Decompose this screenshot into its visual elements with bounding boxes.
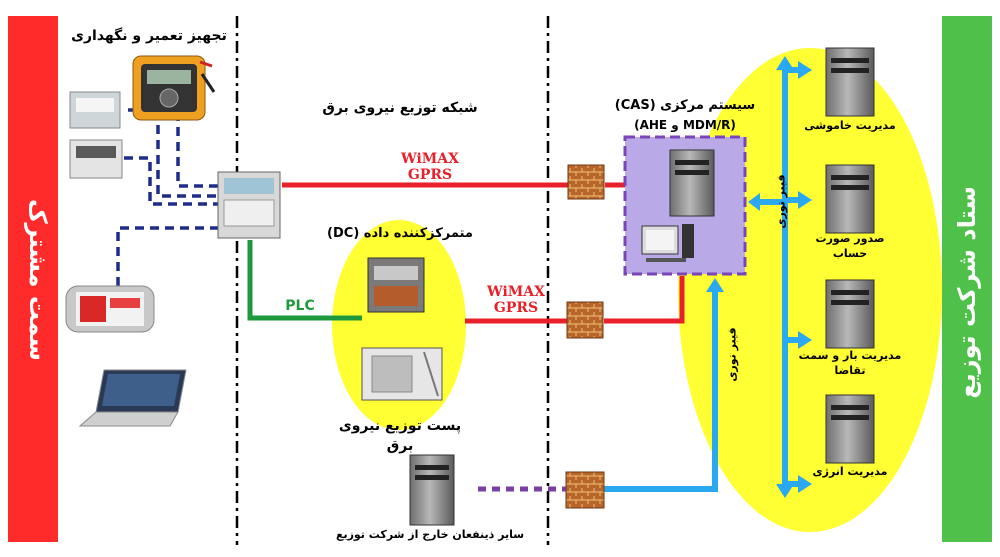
cas-label-line2: (MDM/R و AHE) — [634, 118, 736, 132]
server-icon — [825, 47, 875, 117]
server-label: صدور صورت — [815, 232, 885, 245]
network-label: شبکه توزیع نیروی برق — [322, 100, 478, 116]
substation-cabinet-icon — [361, 347, 443, 401]
server-label-line2: حساب — [832, 247, 868, 260]
wimax-top-line2: GPRS — [407, 167, 453, 183]
server-icon — [825, 394, 875, 464]
server-label: مدیریت بار و سمت — [798, 349, 902, 362]
cas-server-icon — [669, 149, 715, 217]
cas-label-line1: سیستم مرکزی (CAS) — [614, 98, 756, 113]
stakeholders-label: سایر ذینفعان خارج از شرکت توزیع — [335, 528, 525, 541]
substation-label-line1: پست توزیع نیروی — [338, 418, 462, 434]
fiber-label-right: فیبر نوری — [774, 174, 788, 229]
fiber-arrows — [706, 56, 812, 498]
digital-meter-icon — [69, 139, 123, 179]
server-label: مدیریت انرژی — [812, 465, 888, 478]
laptop-icon — [78, 369, 187, 427]
right-bar-label: ستاد شرکت توزیع — [953, 186, 981, 399]
fiber-label-left: فیبر نوری — [725, 327, 739, 382]
right-bar — [942, 16, 992, 542]
wimax-link-mid-cas — [604, 276, 685, 324]
firewall-icon — [567, 164, 605, 200]
multimeter-icon — [132, 55, 216, 121]
left-bar — [8, 16, 58, 542]
server-label: مدیریت خاموشی — [804, 119, 896, 132]
server-icon — [825, 164, 875, 234]
maintenance-label: تجهیز تعمیر و نگهداری — [71, 28, 227, 44]
cas-workstation-icon — [641, 224, 694, 262]
smart-meter-icon — [217, 171, 281, 239]
wimax-mid-line1: WiMAX — [486, 284, 546, 300]
wimax-top-line1: WiMAX — [400, 151, 460, 167]
plc-link — [247, 240, 362, 321]
customer-wired-links — [116, 108, 218, 286]
firewall-icon — [565, 471, 605, 509]
server-label-line2: تقاضا — [834, 364, 866, 377]
substation-label-line2: برق — [386, 438, 414, 454]
in-home-display-icon — [65, 285, 155, 333]
wimax-mid-line2: GPRS — [493, 300, 539, 316]
stakeholder-server-icon — [409, 454, 455, 526]
firewall-icon — [566, 301, 604, 339]
plc-label: PLC — [285, 298, 315, 314]
dc-label: متمرکزکننده داده (DC) — [327, 226, 473, 241]
analog-meter-icon — [69, 91, 121, 129]
server-icon — [825, 279, 875, 349]
left-bar-label: سمت مشترک — [24, 198, 52, 361]
data-concentrator-icon — [367, 257, 425, 313]
